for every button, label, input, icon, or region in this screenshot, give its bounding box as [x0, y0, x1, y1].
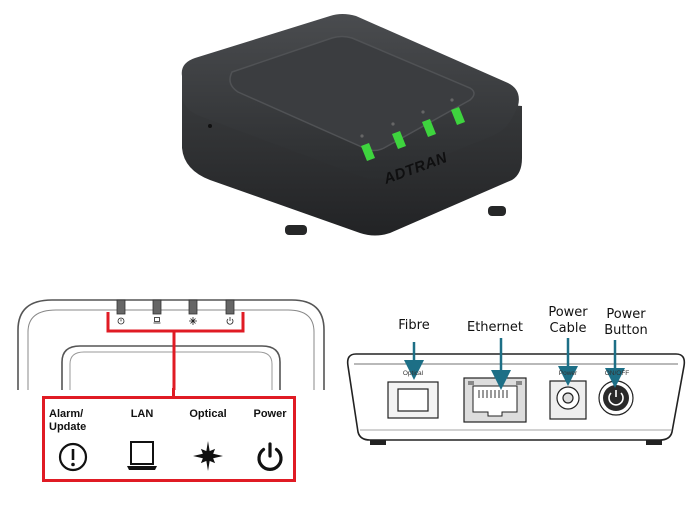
led-light-group — [361, 107, 465, 161]
legend-label-optical: Optical — [189, 408, 227, 420]
callout-fibre: Fibre — [398, 318, 430, 333]
rear-panel-illustration — [340, 334, 692, 459]
port-label-optical: Optical — [402, 370, 424, 377]
callout-ethernet: Ethernet — [467, 320, 523, 335]
callout-power-button: Power Button — [604, 307, 648, 338]
device-top-outline — [17, 299, 325, 390]
power-icon — [254, 441, 286, 473]
led-legend-box — [42, 396, 296, 482]
port-label-on-off: ON/OFF — [604, 370, 630, 377]
starburst-icon — [192, 440, 224, 472]
led-closeup-diagram — [0, 290, 340, 390]
legend-label-alarm-update: Alarm/ Update — [49, 408, 87, 433]
legend-label-power: Power — [253, 408, 287, 420]
legend-connector — [172, 388, 175, 398]
port-label-power: Power — [558, 370, 578, 377]
device-product-image: ADTRAN — [170, 8, 530, 243]
callout-power-cable: Power Cable — [548, 305, 588, 336]
laptop-icon — [124, 440, 160, 472]
router-body-illustration: ADTRAN — [181, 14, 522, 236]
legend-label-lan: LAN — [130, 408, 154, 420]
exclamation-icon — [58, 442, 88, 472]
